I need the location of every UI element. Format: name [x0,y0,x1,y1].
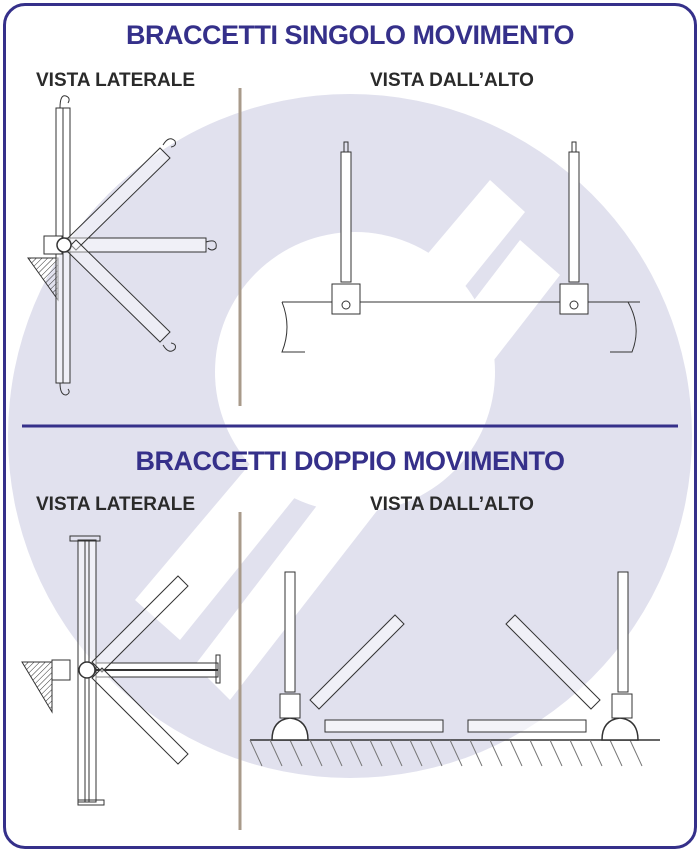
double-side-view-drawing [21,535,221,806]
label-single-top-view: VISTA DALL’ALTO [370,70,534,91]
outer-frame [3,3,697,849]
single-top-view-drawing [281,141,640,353]
double-top-view-drawing [249,571,660,767]
label-double-side-view: VISTA LATERALE [36,494,196,515]
label-single-side-view: VISTA LATERALE [36,70,196,91]
single-side-view-drawing [27,95,217,396]
section-title-single: BRACCETTI SINGOLO MOVIMENTO [125,20,575,50]
section-title-double: BRACCETTI DOPPIO MOVIMENTO [135,446,565,476]
label-double-top-view: VISTA DALL’ALTO [370,494,534,515]
